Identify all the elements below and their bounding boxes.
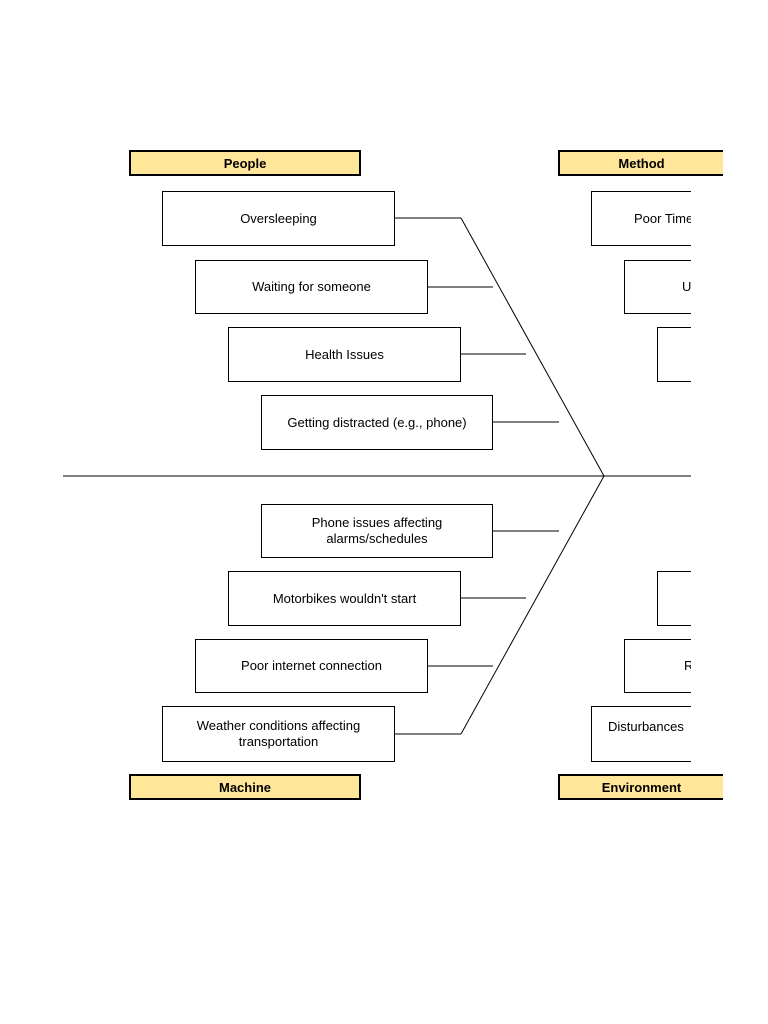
right-header-clip: Method Environment xyxy=(558,150,723,800)
cause-text: Disturbances xyxy=(608,719,684,734)
cause-box-method-1: Poor Time xyxy=(591,191,691,246)
cause-text: Waiting for someone xyxy=(252,279,371,294)
cause-box-environment-2: R xyxy=(624,639,691,693)
cause-box-machine-2: Motorbikes wouldn't start xyxy=(228,571,461,626)
cause-box-people-3: Health Issues xyxy=(228,327,461,382)
category-people-label: People xyxy=(223,155,267,171)
cause-text: Weather conditions affecting transportat… xyxy=(196,718,361,749)
cause-box-environment-1 xyxy=(657,571,691,626)
cause-text: Health Issues xyxy=(305,346,384,362)
cause-text: Poor internet connection xyxy=(241,658,382,673)
category-method-label: Method xyxy=(618,155,665,171)
cause-text: Motorbikes wouldn't start xyxy=(272,590,417,606)
cause-box-machine-3: Poor internet connection xyxy=(195,639,428,693)
cause-box-people-1: Oversleeping xyxy=(162,191,395,246)
category-environment: Environment xyxy=(558,774,723,800)
cause-box-method-2: U xyxy=(624,260,691,314)
category-machine: Machine xyxy=(129,774,361,800)
cause-text: R xyxy=(684,658,691,673)
cause-text: Phone issues affecting alarms/schedules xyxy=(311,515,443,546)
cause-box-people-2: Waiting for someone xyxy=(195,260,428,314)
category-environment-label: Environment xyxy=(601,779,682,795)
cause-text: U xyxy=(682,279,691,294)
category-people: People xyxy=(129,150,361,176)
category-method: Method xyxy=(558,150,723,176)
cause-box-machine-1: Phone issues affecting alarms/schedules xyxy=(261,504,493,558)
cause-box-method-3 xyxy=(657,327,691,382)
cause-text: Oversleeping xyxy=(240,210,317,226)
cause-box-people-4: Getting distracted (e.g., phone) xyxy=(261,395,493,450)
cause-text: Poor Time xyxy=(634,210,691,226)
right-side-clip: Poor Time U R Disturbances xyxy=(591,191,691,762)
category-machine-label: Machine xyxy=(218,779,271,795)
machine-bone xyxy=(460,475,605,735)
cause-box-machine-4: Weather conditions affecting transportat… xyxy=(162,706,395,762)
cause-box-environment-3: Disturbances xyxy=(591,706,691,762)
people-bone xyxy=(460,217,605,477)
cause-text: Getting distracted (e.g., phone) xyxy=(287,414,467,430)
